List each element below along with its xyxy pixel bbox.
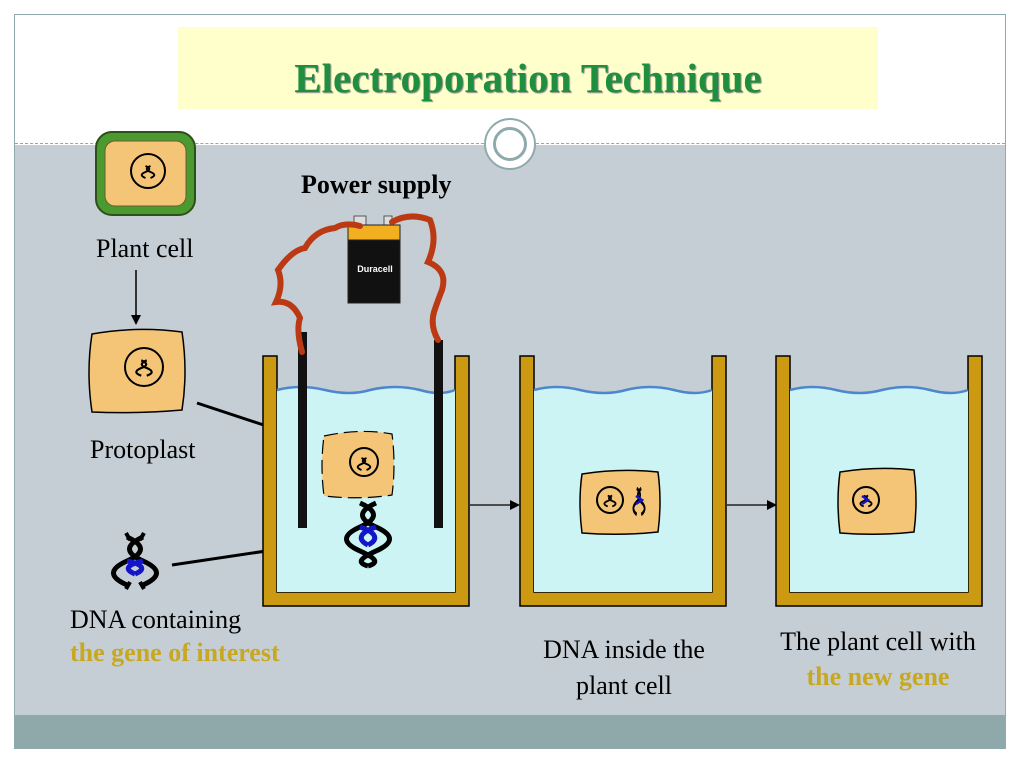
title-background (178, 27, 878, 109)
protoplast (88, 328, 186, 414)
slide-frame (14, 14, 1006, 749)
slide-title: Electroporation Technique (294, 55, 762, 101)
dna-icon (135, 359, 153, 377)
power-supply-label: Power supply (301, 170, 452, 199)
dna-containing-label: DNA containing (70, 605, 242, 634)
battery-brand-label: Duracell (357, 264, 393, 274)
dna-icon (140, 165, 156, 179)
electrode-right (434, 340, 443, 528)
protoplast-label: Protoplast (90, 435, 196, 464)
footer-bar (15, 715, 1005, 748)
plant-cell-with-label: The plant cell with (780, 627, 976, 656)
plant-cell (95, 131, 196, 216)
new-gene-label: the new gene (806, 662, 950, 691)
power-supply (270, 213, 447, 355)
chamber-new-gene (775, 355, 983, 607)
plant-cell-label: Plant cell (96, 234, 194, 263)
gene-of-interest-label: the gene of interest (70, 638, 280, 667)
dna-fragment-icon (111, 532, 159, 590)
electrode-left (298, 332, 307, 528)
electroporation-chamber (262, 332, 470, 607)
chamber-dna-inside (519, 355, 727, 607)
decorative-circle-icon (484, 118, 536, 170)
dna-inside-label: DNA inside the plant cell (543, 635, 705, 700)
